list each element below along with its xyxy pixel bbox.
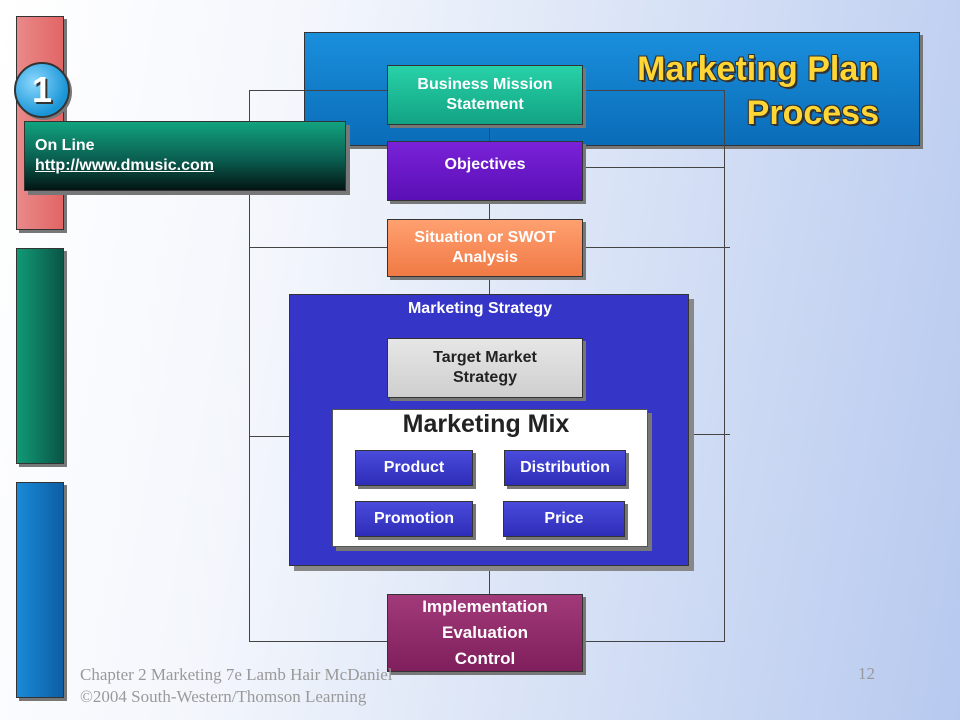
footer-credit: Chapter 2 Marketing 7e Lamb Hair McDanie… — [80, 664, 393, 708]
title-line-2: Process — [746, 94, 879, 132]
connector-outer-bottom-left — [249, 641, 387, 642]
promotion-label: Promotion — [374, 510, 454, 527]
swot-line-2: Analysis — [452, 249, 518, 266]
product-box: Product — [355, 450, 473, 486]
objectives-label: Objectives — [444, 156, 526, 173]
mission-line-2: Statement — [446, 96, 524, 113]
connector-outer-top-right — [583, 90, 725, 91]
implementation-line-1: Implementation — [422, 597, 548, 616]
promotion-box: Promotion — [355, 501, 473, 537]
footer-line-2: ©2004 South-Western/Thomson Learning — [80, 687, 367, 706]
implementation-line-2: Evaluation — [442, 623, 528, 642]
slide-title: Marketing Plan Process — [637, 47, 879, 135]
connector-outer-bottom-right — [583, 641, 725, 642]
decorative-bar-green — [16, 248, 64, 464]
price-box: Price — [503, 501, 625, 537]
slide-number-badge: 1 — [14, 62, 70, 118]
target-line-1: Target Market — [433, 349, 537, 366]
online-box: On Line http://www.dmusic.com — [24, 121, 346, 191]
marketing-mix-title: Marketing Mix — [402, 410, 570, 438]
target-market-box: Target Market Strategy — [387, 338, 583, 398]
connector-swot-left — [249, 247, 387, 248]
distribution-box: Distribution — [504, 450, 626, 486]
online-link[interactable]: http://www.dmusic.com — [35, 157, 214, 174]
connector-mix-right — [694, 434, 730, 435]
footer-line-1: Chapter 2 Marketing 7e Lamb Hair McDanie… — [80, 665, 393, 684]
objectives-box: Objectives — [387, 141, 583, 201]
swot-line-1: Situation or SWOT — [414, 229, 556, 246]
product-label: Product — [383, 459, 445, 476]
implementation-box: Implementation Evaluation Control — [387, 594, 583, 672]
connector-outer-top — [249, 90, 387, 91]
distribution-label: Distribution — [520, 459, 610, 476]
connector-outer-right — [724, 90, 725, 642]
title-banner: Marketing Plan Process — [304, 32, 920, 146]
online-label: On Line — [35, 137, 95, 154]
swot-analysis-box: Situation or SWOT Analysis — [387, 219, 583, 277]
mission-line-1: Business Mission — [417, 76, 553, 93]
decorative-bar-blue — [16, 482, 64, 698]
business-mission-box: Business Mission Statement — [387, 65, 583, 125]
connector-outer-left — [249, 90, 250, 642]
title-line-1: Marketing Plan — [637, 50, 879, 88]
marketing-strategy-label: Marketing Strategy — [407, 300, 553, 317]
connector-swot-right — [583, 247, 730, 248]
page-number: 12 — [858, 664, 875, 683]
price-label: Price — [544, 510, 584, 527]
connector-objectives-right — [583, 167, 725, 168]
connector-mix-left — [249, 436, 289, 437]
implementation-line-3: Control — [454, 649, 516, 668]
target-line-2: Strategy — [452, 369, 517, 386]
